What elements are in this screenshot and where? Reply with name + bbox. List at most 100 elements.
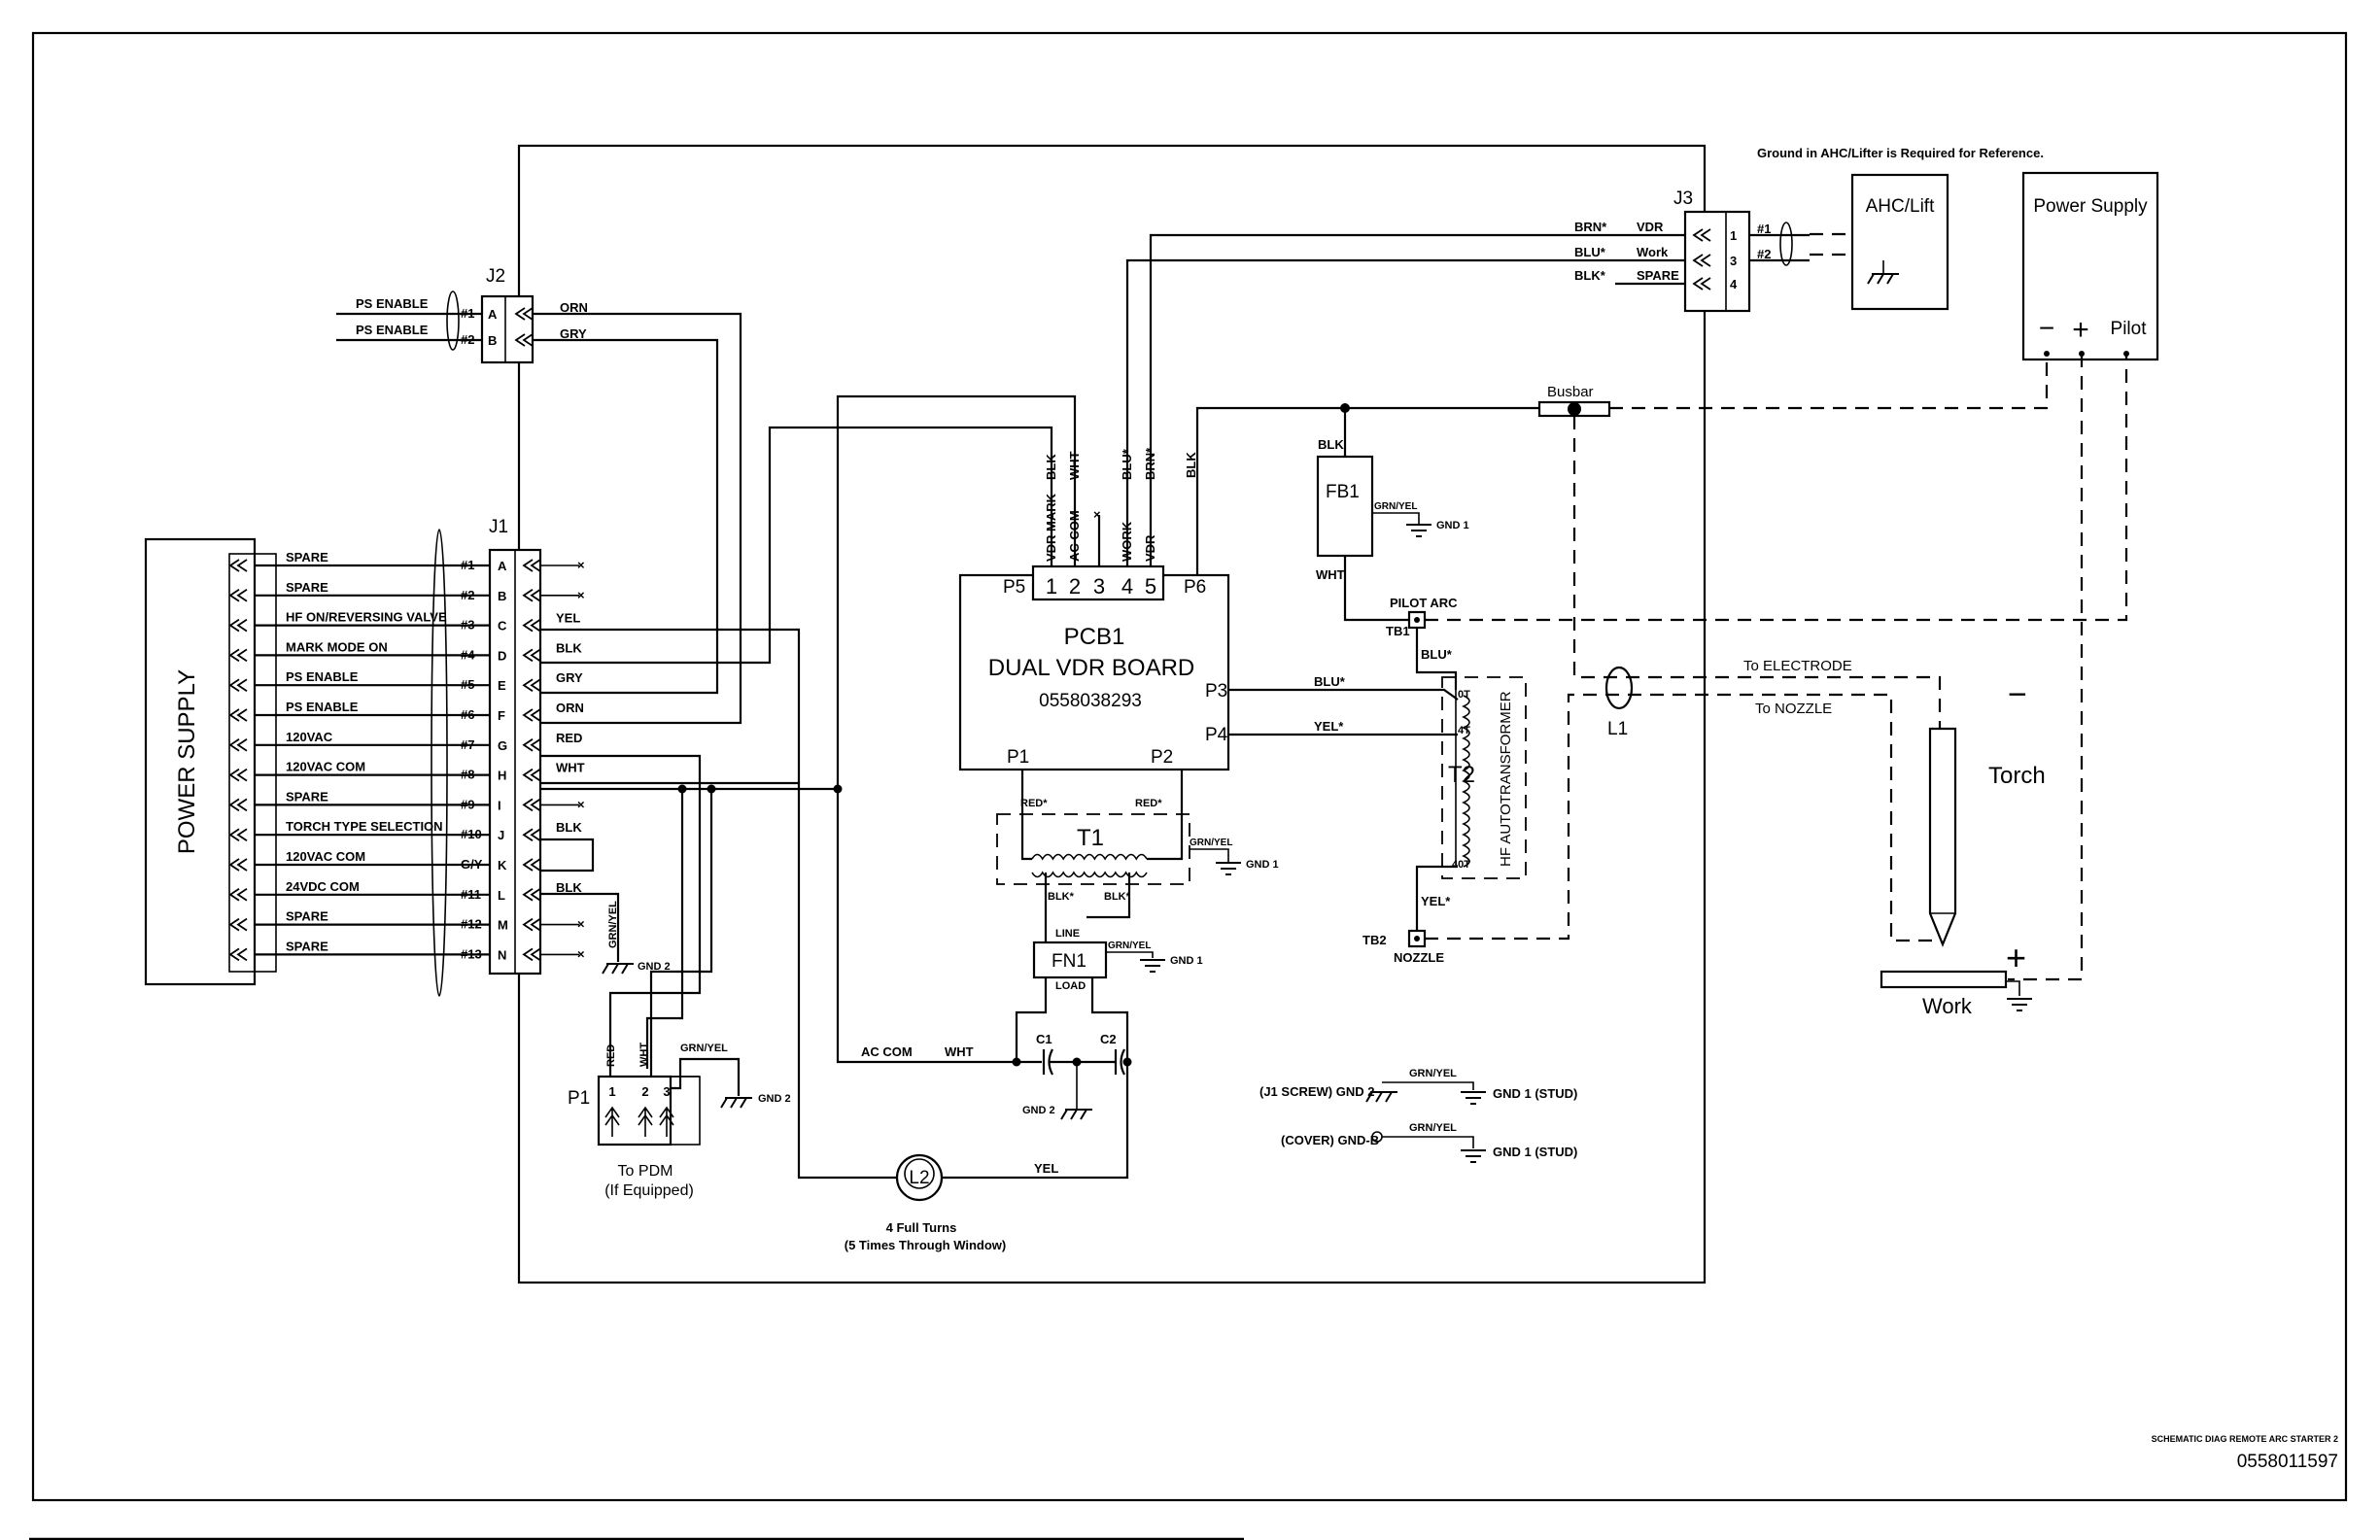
- j1-row-nc-mark: ×: [577, 797, 585, 811]
- wire-t2-tb2: [1415, 865, 1458, 931]
- j1-row-pin: H: [498, 769, 506, 783]
- fb1-wire-blk: BLK: [1318, 437, 1344, 452]
- p1-pin-number: 3: [663, 1084, 670, 1099]
- j1-grnyel: GRN/YEL: [607, 901, 619, 948]
- j1-row-wire-label: YEL: [556, 611, 580, 626]
- wire-j1-l-grnyel: [540, 892, 620, 962]
- fb1-gnd1: GND 1: [1436, 520, 1469, 531]
- j1-row-num: #5: [461, 677, 474, 692]
- page-border: [31, 31, 2348, 1502]
- ground-notes: (J1 SCREW) GND 2 GRN/YEL GND 1 (STUD) (C…: [1259, 1068, 1577, 1163]
- wire-j3-ahc-1: [1810, 232, 1852, 257]
- tb2-nozzle: TB2 NOZZLE: [1362, 929, 1444, 965]
- j1-row-num: #9: [461, 797, 474, 811]
- wire-p6-blk: [1195, 406, 1539, 575]
- lead-ps-minus: [1609, 354, 2049, 410]
- j1-row-num: #12: [461, 917, 482, 932]
- t1-blk-left: BLK*: [1048, 891, 1075, 903]
- p3-wire-label: BLU*: [1314, 674, 1346, 689]
- p5-pin: 4: [1121, 574, 1133, 599]
- power-supply-right-plus: +: [2072, 314, 2089, 346]
- j1-row-signal: PS ENABLE: [286, 669, 359, 684]
- j1-row-pin: I: [498, 798, 501, 812]
- p5-3-nc-mark: ×: [1093, 507, 1101, 522]
- ahc-lift-box: AHC/Lift: [1850, 173, 1949, 311]
- j1-row-pin: N: [498, 947, 506, 962]
- work-plus: +: [2006, 938, 2026, 977]
- c-gnd2: GND 2: [1022, 1105, 1055, 1116]
- p4-wire-label: YEL*: [1314, 719, 1344, 734]
- pcb-p5: P5: [1003, 577, 1025, 598]
- t2-tap-4t: 4T: [1458, 725, 1470, 736]
- pcb-name: PCB1: [1064, 624, 1125, 650]
- j2-row-num: #1: [461, 306, 474, 321]
- wire-p5-2-ac-com: [836, 394, 1077, 1064]
- j1-row-signal: SPARE: [286, 939, 328, 953]
- tb1-pilot-arc: PILOT ARC TB1 BLU*: [1386, 596, 1458, 690]
- ground-reference-note: Ground in AHC/Lifter is Required for Ref…: [1757, 146, 2044, 160]
- j3-row-signal: Work: [1637, 245, 1669, 259]
- lead-ps-plus: [2008, 354, 2084, 981]
- to-electrode-label: To ELECTRODE: [1743, 658, 1852, 674]
- busbar-label: Busbar: [1547, 384, 1594, 400]
- p5-pin: 2: [1069, 574, 1081, 599]
- wire-l2-loop: [540, 781, 898, 1180]
- j3-row-pin: 4: [1730, 277, 1738, 291]
- pcb-desc: DUAL VDR BOARD: [988, 655, 1194, 681]
- j1-row-nc-mark: ×: [577, 558, 585, 572]
- wire-p3-blu: [1228, 688, 1459, 701]
- t1-label: T1: [1077, 825, 1104, 851]
- hf-autotransformer-label: HF AUTOTRANSFORMER: [1498, 691, 1514, 867]
- l1-choke: L1: [1604, 666, 1634, 739]
- gnd-note2-right: GND 1 (STUD): [1493, 1145, 1577, 1159]
- j1-row-num: #13: [461, 946, 482, 961]
- t1-grnyel: GRN/YEL: [1190, 838, 1232, 848]
- j1-row-wire-label: WHT: [556, 761, 585, 775]
- fb1-wire-wht: WHT: [1316, 567, 1345, 582]
- work-label: Work: [1922, 994, 1973, 1018]
- power-supply-right: Power Supply − + Pilot: [2021, 171, 2159, 361]
- power-supply-left-label: POWER SUPPLY: [174, 669, 200, 854]
- j1-row-pin: L: [498, 888, 505, 903]
- fn1-gnd1: GND 1: [1170, 955, 1203, 967]
- wire-p5-1-vdr-mark: [540, 426, 1053, 665]
- fb1-grnyel: GRN/YEL: [1374, 501, 1417, 512]
- pcb-p3: P3: [1205, 681, 1227, 702]
- j2-row-num: #2: [461, 332, 474, 347]
- wire-p5-4-work: [1125, 258, 1685, 566]
- wire-j2-gry: [533, 338, 719, 695]
- j1-row-wire-label: GRY: [556, 670, 583, 685]
- j1-row-signal: MARK MODE ON: [286, 639, 388, 654]
- fb1-ferrite: BLK FB1 GRN/YEL GND 1 WHT: [1316, 408, 1469, 622]
- wire-j1-g-red: [540, 754, 702, 1077]
- p1-wht: WHT: [638, 1043, 650, 1067]
- pcb-p1: P1: [1007, 747, 1029, 768]
- j3-row-wire-label: BRN*: [1574, 220, 1607, 234]
- ac-com-wht: WHT: [945, 1044, 974, 1059]
- t1-transformer: T1 RED* RED* GRN/YEL GND 1 BLK* BLK*: [996, 770, 1279, 944]
- pcb-p6: P6: [1184, 577, 1206, 598]
- l2-window: (5 Times Through Window): [845, 1238, 1006, 1252]
- nozzle-label: NOZZLE: [1394, 950, 1444, 965]
- l2-label: L2: [909, 1168, 929, 1188]
- j1-row-wire-label: RED: [556, 731, 582, 745]
- j3-row-pin: 3: [1730, 254, 1737, 268]
- j1-row-num: #4: [461, 647, 475, 662]
- t1-blk-right: BLK*: [1104, 891, 1131, 903]
- j1-row-pin: G: [498, 738, 507, 753]
